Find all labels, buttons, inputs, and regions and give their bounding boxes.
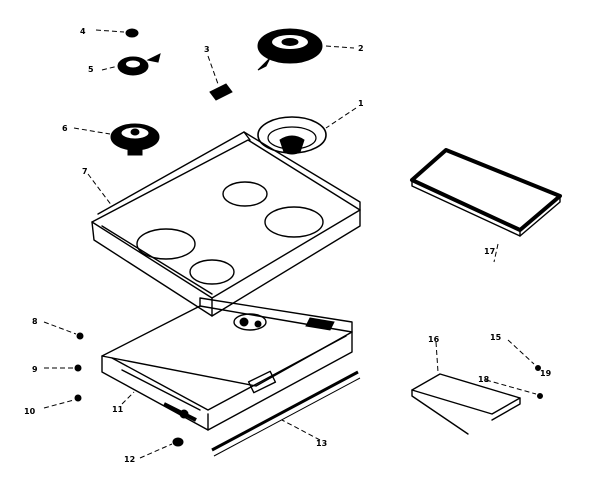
fasteners: [74, 332, 543, 447]
part-5-element: [117, 53, 161, 76]
callout-19: 19: [540, 369, 552, 378]
part-10-screw: [74, 394, 82, 402]
callout-4: 4: [80, 27, 86, 36]
callout-13: 13: [316, 439, 327, 448]
callout-11: 11: [112, 405, 124, 414]
part-11-base-pan: [101, 297, 353, 431]
callout-18: 18: [478, 375, 490, 384]
part-2-large-element: [257, 28, 323, 71]
callout-labels: 4 2 3 5 1 6 7 8 9 10 11 12 13 15 16 17 1…: [24, 27, 552, 464]
part-3-plug: [209, 83, 233, 101]
part-15-screw: [535, 365, 541, 371]
callout-7: 7: [82, 167, 88, 176]
callout-16: 16: [428, 335, 440, 344]
part-18-screw: [537, 393, 543, 399]
callout-8: 8: [32, 317, 38, 326]
part-1-drip-bowl: [257, 116, 327, 155]
callout-10: 10: [24, 407, 36, 416]
leader-lines: [43, 29, 537, 459]
callout-2: 2: [358, 44, 364, 53]
callout-15: 15: [490, 333, 502, 342]
part-19-glass-panel: [410, 148, 562, 237]
callout-12: 12: [124, 455, 135, 464]
callout-17: 17: [484, 247, 495, 256]
part-8-screw: [76, 332, 84, 340]
part-4-cap: [125, 28, 139, 38]
callout-6: 6: [62, 124, 68, 133]
callout-9: 9: [32, 365, 38, 374]
callout-3: 3: [204, 45, 210, 54]
callout-1: 1: [358, 99, 364, 108]
part-16-bracket: [411, 373, 521, 435]
part-7-cooktop: [91, 131, 361, 317]
part-13-rod: [211, 370, 361, 457]
part-6-burner: [110, 123, 160, 156]
callout-5: 5: [88, 65, 94, 74]
part-12-grommet: [172, 437, 184, 447]
part-9-screw: [74, 364, 82, 372]
